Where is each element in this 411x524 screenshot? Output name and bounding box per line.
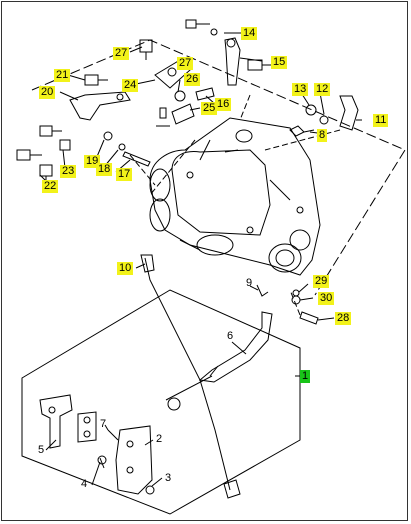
part-2-bracket — [115, 425, 153, 495]
callout-11[interactable]: 11 — [373, 114, 389, 127]
callout-13[interactable]: 13 — [292, 83, 309, 96]
part-6-lever — [198, 311, 273, 383]
callout-1[interactable]: 1 — [300, 370, 311, 383]
callout-22[interactable]: 22 — [42, 180, 59, 193]
transmission-housing — [149, 117, 321, 276]
callout-17[interactable]: 17 — [116, 168, 133, 181]
callout-29[interactable]: 29 — [313, 275, 330, 288]
callout-25[interactable]: 25 — [201, 102, 218, 115]
callout-30[interactable]: 30 — [318, 292, 335, 305]
callout-14[interactable]: 14 — [241, 27, 258, 40]
callout-23[interactable]: 23 — [60, 165, 77, 178]
part-17-pin — [122, 151, 151, 167]
callout-12[interactable]: 12 — [314, 83, 331, 96]
callout-27-upper[interactable]: 27 — [113, 47, 130, 60]
callout-28[interactable]: 28 — [335, 312, 352, 325]
callout-24[interactable]: 24 — [122, 79, 139, 92]
part-11-lever — [339, 95, 359, 131]
callout-5[interactable]: 5 — [38, 444, 45, 456]
callout-21[interactable]: 21 — [54, 69, 71, 82]
callout-3[interactable]: 3 — [165, 472, 172, 484]
callout-8[interactable]: 8 — [317, 129, 328, 142]
callout-18[interactable]: 18 — [96, 163, 113, 176]
callout-10[interactable]: 10 — [117, 262, 134, 275]
callout-16[interactable]: 16 — [215, 98, 232, 111]
part-8-spring — [289, 125, 315, 137]
callout-7[interactable]: 7 — [100, 418, 107, 430]
callout-26[interactable]: 26 — [184, 73, 201, 86]
callout-4[interactable]: 4 — [81, 478, 88, 490]
part-20-bracket — [69, 91, 131, 121]
lower-assembly-outline — [21, 289, 301, 515]
part-5-bracket — [39, 394, 73, 449]
callout-20[interactable]: 20 — [39, 86, 56, 99]
cable-10 — [144, 257, 231, 491]
upper-assembly-outline — [31, 39, 406, 296]
callout-15[interactable]: 15 — [271, 56, 288, 69]
callout-27-lower[interactable]: 27 — [177, 57, 194, 70]
callout-6[interactable]: 6 — [227, 330, 234, 342]
part-14-lever — [224, 37, 241, 86]
callout-9[interactable]: 9 — [246, 277, 253, 289]
callout-2[interactable]: 2 — [156, 433, 163, 445]
